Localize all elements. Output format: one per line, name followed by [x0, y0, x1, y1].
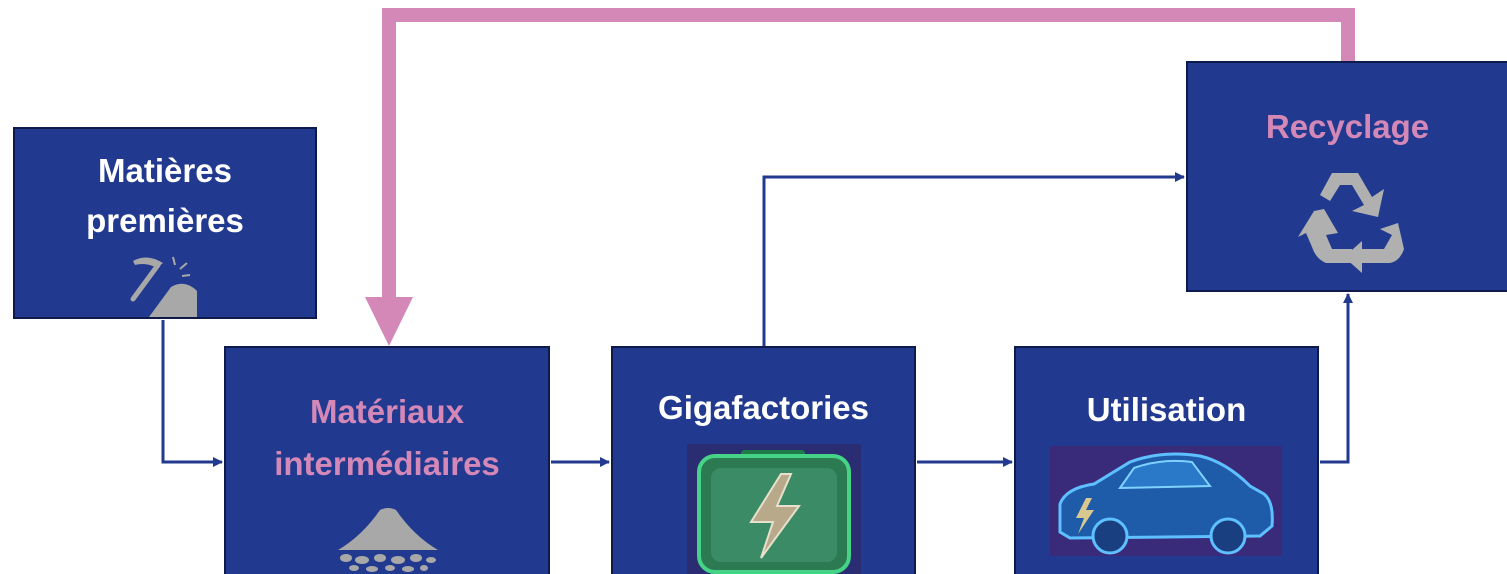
arrow-matieres-to-materiaux	[161, 320, 223, 467]
recycle-icon	[1298, 173, 1404, 273]
node-recyclage: Recyclage	[1186, 61, 1507, 292]
recycle-loop-arrowhead	[365, 297, 413, 346]
arrow-gigafactories-to-recyclage	[762, 172, 1185, 346]
node-matieres-label-line2: premières	[86, 202, 244, 239]
arrow-utilisation-to-recyclage	[1320, 293, 1353, 464]
battery-icon	[687, 444, 861, 574]
electric-car-icon	[1050, 446, 1282, 556]
node-matieres-premieres: Matières premières	[13, 127, 317, 319]
node-materiaux-label-line2: intermédiaires	[274, 445, 500, 482]
node-gigafactories: Gigafactories	[611, 346, 916, 574]
node-gigafactories-label: Gigafactories	[658, 389, 869, 426]
node-utilisation-label: Utilisation	[1086, 391, 1247, 428]
powder-pile-icon	[338, 508, 438, 572]
node-matieres-label-line1: Matières	[98, 152, 232, 189]
node-utilisation: Utilisation	[1014, 346, 1319, 574]
recycle-loop-arrow	[382, 8, 1355, 298]
node-materiaux-intermediaires: Matériaux intermédiaires	[224, 346, 550, 574]
node-materiaux-label-line1: Matériaux	[309, 393, 465, 430]
node-recyclage-label: Recyclage	[1265, 108, 1430, 145]
pickaxe-icon	[130, 256, 197, 317]
